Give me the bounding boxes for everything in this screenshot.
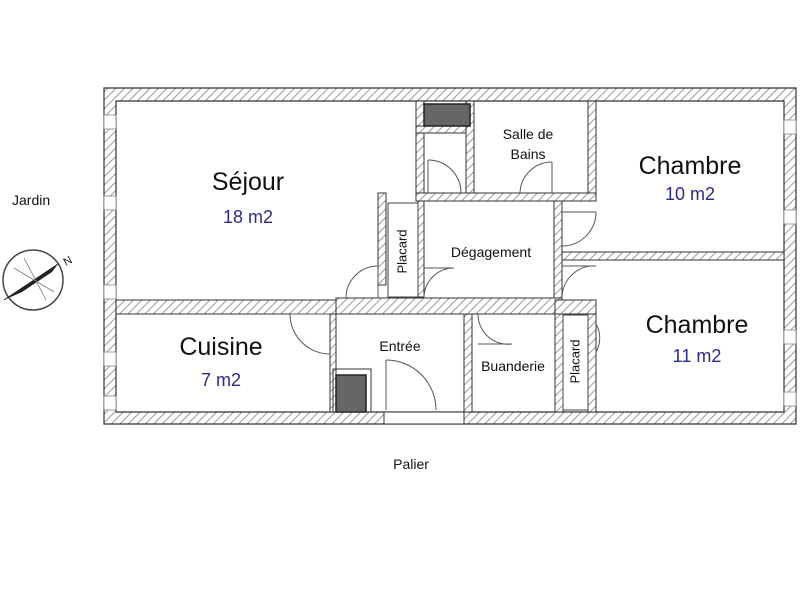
room-sejour-area: 18 m2 bbox=[222, 207, 274, 227]
landing-label: Palier bbox=[393, 456, 429, 472]
room-chambre-1-name: Chambre bbox=[638, 152, 742, 180]
placard-1-frame bbox=[387, 202, 419, 298]
room-buanderie-name: Buanderie bbox=[481, 358, 545, 374]
compass: N bbox=[2, 249, 75, 311]
compass-circle-icon bbox=[2, 249, 64, 311]
duct-entree-frame bbox=[332, 368, 372, 413]
room-cuisine-area: 7 m2 bbox=[200, 370, 242, 390]
compass-north-letter: N bbox=[62, 254, 75, 268]
room-sejour-name: Séjour bbox=[211, 168, 285, 196]
door-swings bbox=[289, 159, 601, 411]
room-salle-de-bains-line1: Salle de bbox=[502, 126, 554, 142]
placard-2-frame bbox=[562, 314, 589, 411]
room-placard-2-name: Placard bbox=[567, 339, 583, 384]
entrance-opening bbox=[383, 411, 465, 425]
windows bbox=[103, 114, 797, 411]
garden-label: Jardin bbox=[12, 192, 51, 208]
room-chambre-2-name: Chambre bbox=[645, 311, 749, 339]
room-chambre-1-area: 10 m2 bbox=[664, 184, 716, 204]
duct-top bbox=[423, 103, 471, 127]
room-chambre-2-area: 11 m2 bbox=[672, 346, 722, 366]
room-degagement-name: Dégagement bbox=[450, 244, 532, 260]
duct-entree bbox=[335, 374, 367, 413]
room-placard-1-name: Placard bbox=[394, 229, 410, 274]
interior-walls bbox=[115, 100, 785, 413]
room-salle-de-bains-line2: Bains bbox=[510, 146, 546, 162]
room-entree-name: Entrée bbox=[379, 338, 421, 354]
room-cuisine-name: Cuisine bbox=[179, 333, 263, 361]
